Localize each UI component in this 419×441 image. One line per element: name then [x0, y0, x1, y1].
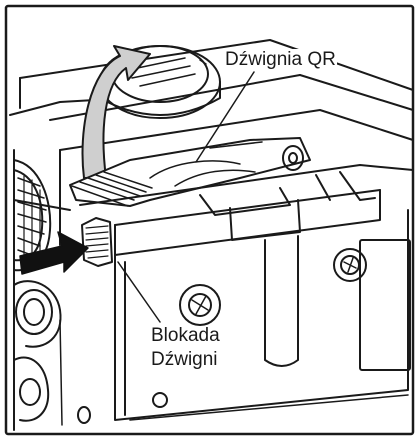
figure-border: [4, 4, 415, 436]
screw-icon: [333, 248, 367, 282]
lever-lock: [81, 217, 113, 267]
qr-lever-label: Dźwignia QR: [224, 49, 337, 70]
lever-lock-label-line1: Blokada: [151, 325, 220, 346]
screw-icon: [152, 392, 168, 408]
screw-icon: [179, 284, 221, 326]
lever-lock-label-line2: Dźwigni: [151, 349, 218, 370]
qr-lever: [69, 137, 311, 207]
eyepiece: [13, 280, 91, 426]
device-housing: [9, 39, 414, 431]
push-arrow-icon: [19, 231, 89, 275]
mount-rail: [79, 164, 414, 256]
lever-lock-leader-line: [117, 261, 161, 323]
mount-plate: [114, 209, 411, 421]
rotate-arrow-icon: [81, 45, 151, 179]
qr-lever-leader-line: [195, 71, 255, 163]
